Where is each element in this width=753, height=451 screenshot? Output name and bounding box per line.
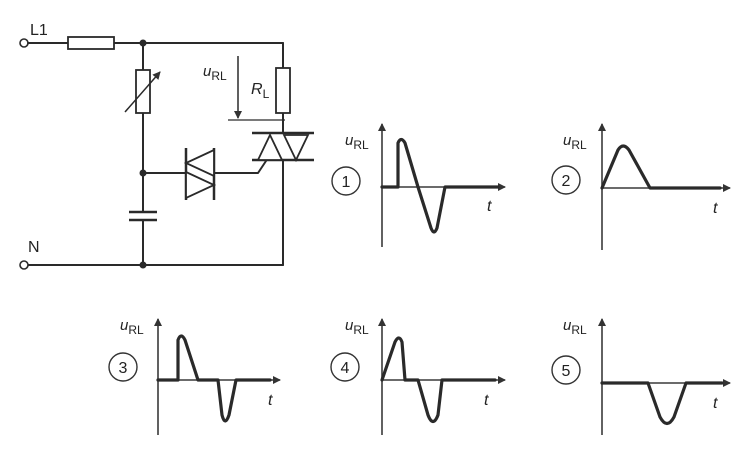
waveform-1: 1 uRL t (331, 123, 506, 247)
waveform-2-number: 2 (562, 173, 571, 190)
waveform-5-trace (600, 381, 724, 426)
waveform-4-trace (380, 336, 497, 424)
waveform-2-trace (600, 144, 722, 190)
waveform-2-number-circle (551, 165, 581, 195)
waveform-4-number-circle (330, 352, 360, 382)
waveform-3-x-label: t (268, 392, 273, 409)
waveform-panels: 1 uRL t 2 uRL t 3 uRL t 4 uRL t 5 uRL t (108, 123, 731, 435)
voltage-label: uRL (203, 63, 227, 83)
waveform-4-number: 4 (341, 360, 350, 377)
waveform-5-number: 5 (562, 363, 571, 380)
fuse (67, 36, 115, 50)
waveform-2-x-label: t (713, 200, 718, 217)
waveform-3-number-circle (108, 352, 138, 382)
circuit-schematic: L1 RL uRL (19, 22, 314, 270)
waveform-4-y-label: uRL (345, 317, 369, 337)
waveform-5-y-label: uRL (563, 317, 587, 337)
diac (183, 148, 217, 200)
waveform-1-number-circle (331, 166, 361, 196)
junction-bottom (139, 261, 147, 269)
waveform-2-y-label: uRL (563, 132, 587, 152)
l1-label: L1 (30, 22, 48, 39)
neutral-terminal (19, 260, 29, 270)
waveform-5: 5 uRL t (551, 317, 731, 435)
waveform-3-y-label: uRL (120, 317, 144, 337)
neutral-label: N (28, 239, 40, 256)
l1-terminal (19, 38, 29, 48)
waveform-4: 4 uRL t (330, 317, 506, 435)
load-label: RL (251, 81, 270, 101)
waveform-1-number: 1 (342, 174, 351, 191)
waveform-5-x-label: t (713, 395, 718, 412)
waveform-1-trace (380, 137, 500, 234)
waveform-2: 2 uRL t (551, 123, 731, 250)
waveform-3: 3 uRL t (108, 317, 281, 435)
triac (252, 131, 314, 163)
waveform-5-number-circle (551, 355, 581, 385)
load-resistor (275, 67, 291, 114)
waveform-3-trace (156, 334, 272, 423)
waveform-4-x-label: t (484, 392, 489, 409)
waveform-1-x-label: t (487, 198, 492, 215)
variable-resistor-arrow (124, 71, 161, 113)
waveform-3-number: 3 (119, 360, 128, 377)
waveform-1-y-label: uRL (345, 132, 369, 152)
